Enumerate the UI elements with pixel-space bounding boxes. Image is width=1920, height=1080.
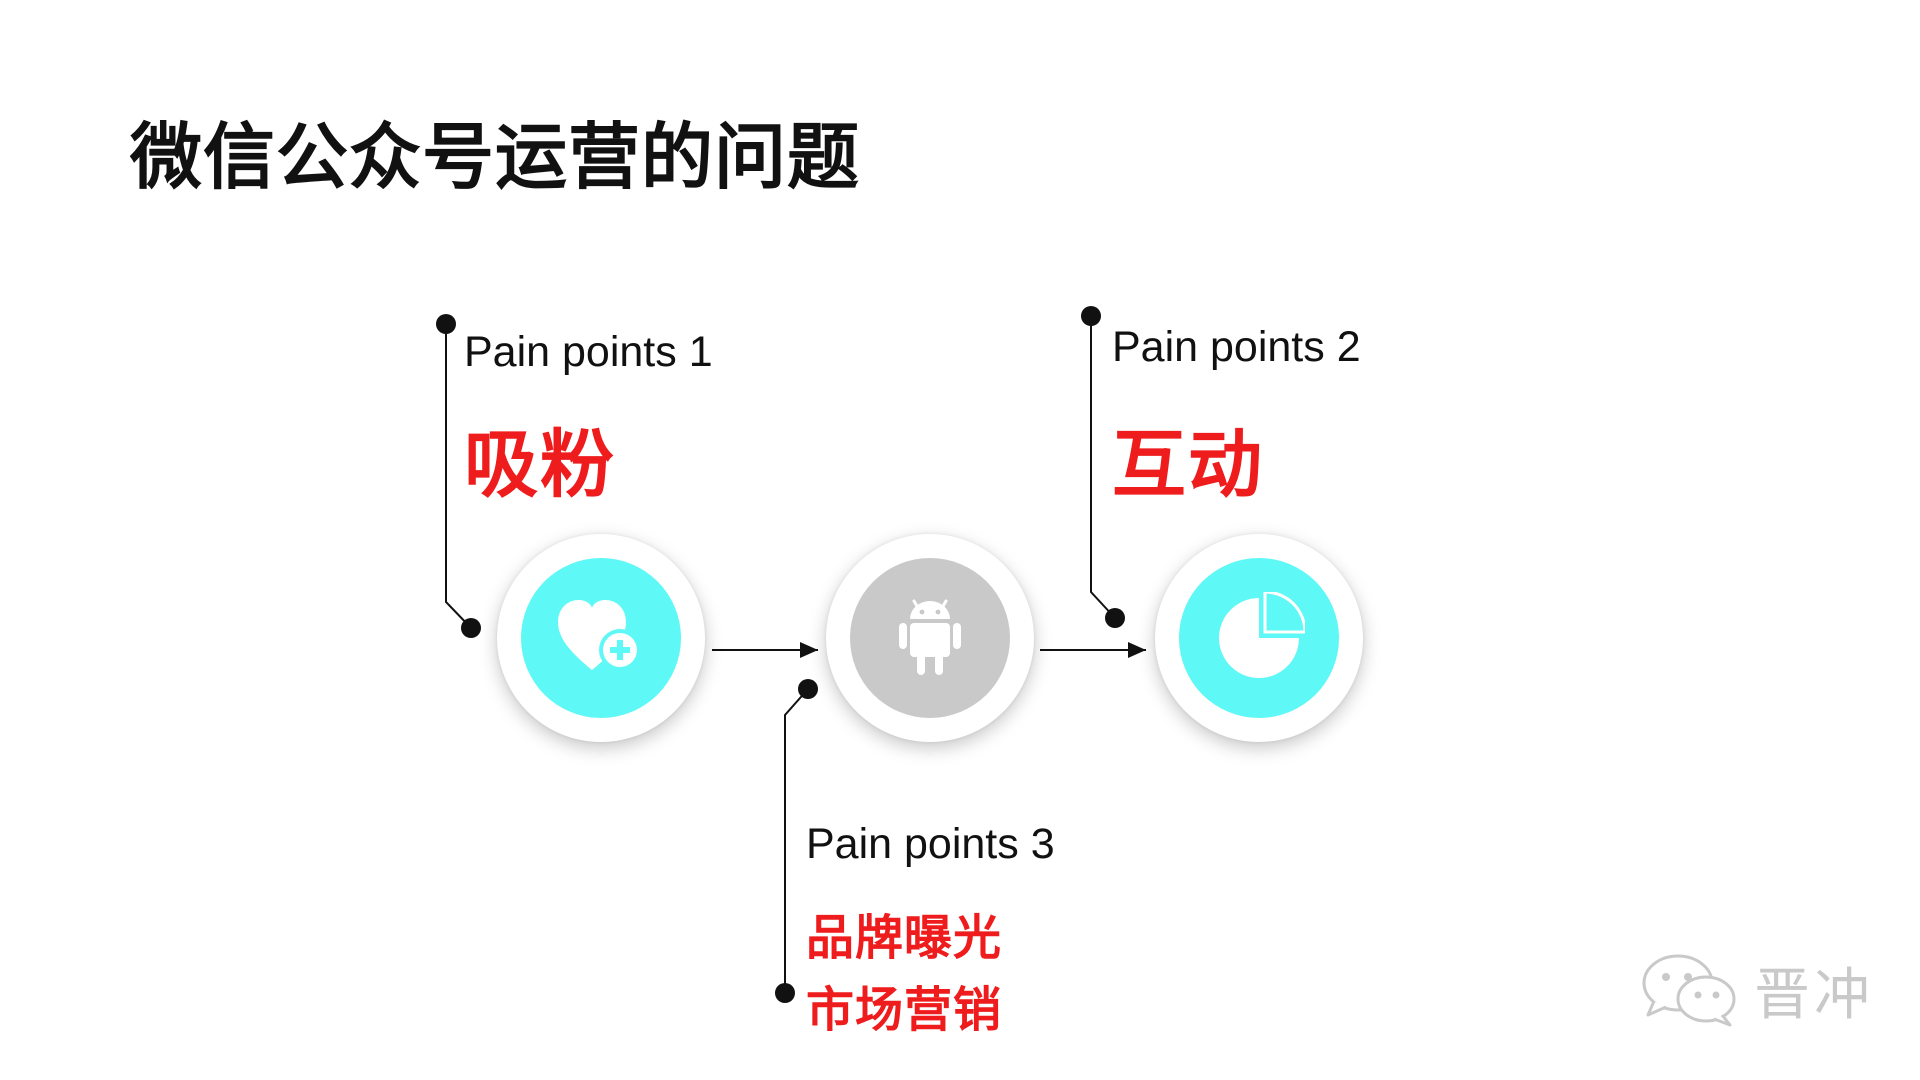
node-pain-point-3 [826, 534, 1034, 742]
wechat-icon [1642, 954, 1736, 1027]
pain-point-2-value: 互动 [1112, 422, 1264, 508]
callout-1-bottom-dot [461, 618, 481, 638]
node-2-circle [1179, 558, 1339, 718]
callout-2-line [1081, 306, 1125, 628]
pain-point-1-label: Pain points 1 [464, 328, 713, 376]
watermark-text: 晋冲 [1754, 962, 1874, 1028]
watermark: 晋冲 [1640, 950, 1874, 1030]
callout-1-line [436, 314, 481, 638]
heart-plus-icon [558, 600, 641, 671]
callout-3-line [775, 679, 818, 1003]
node-pain-point-2 [1155, 534, 1363, 742]
callout-2-top-dot [1081, 306, 1101, 326]
callout-2-bottom-dot [1105, 608, 1125, 628]
pie-chart-icon [1219, 592, 1305, 678]
node-pain-point-1 [497, 534, 705, 742]
pain-point-3-value-2: 市场营销 [806, 982, 1003, 1038]
callout-3-bottom-dot [775, 983, 795, 1003]
pain-point-1-value: 吸粉 [464, 422, 616, 508]
pain-point-3-label: Pain points 3 [806, 820, 1055, 868]
pain-point-2-label: Pain points 2 [1112, 323, 1361, 371]
callout-3-top-dot [798, 679, 818, 699]
pain-point-3-value-1: 品牌曝光 [806, 910, 1003, 966]
node-1-circle [521, 558, 681, 718]
callout-1-top-dot [436, 314, 456, 334]
page-title: 微信公众号运营的问题 [130, 115, 861, 199]
android-icon [899, 599, 961, 675]
node-3-circle [850, 558, 1010, 718]
